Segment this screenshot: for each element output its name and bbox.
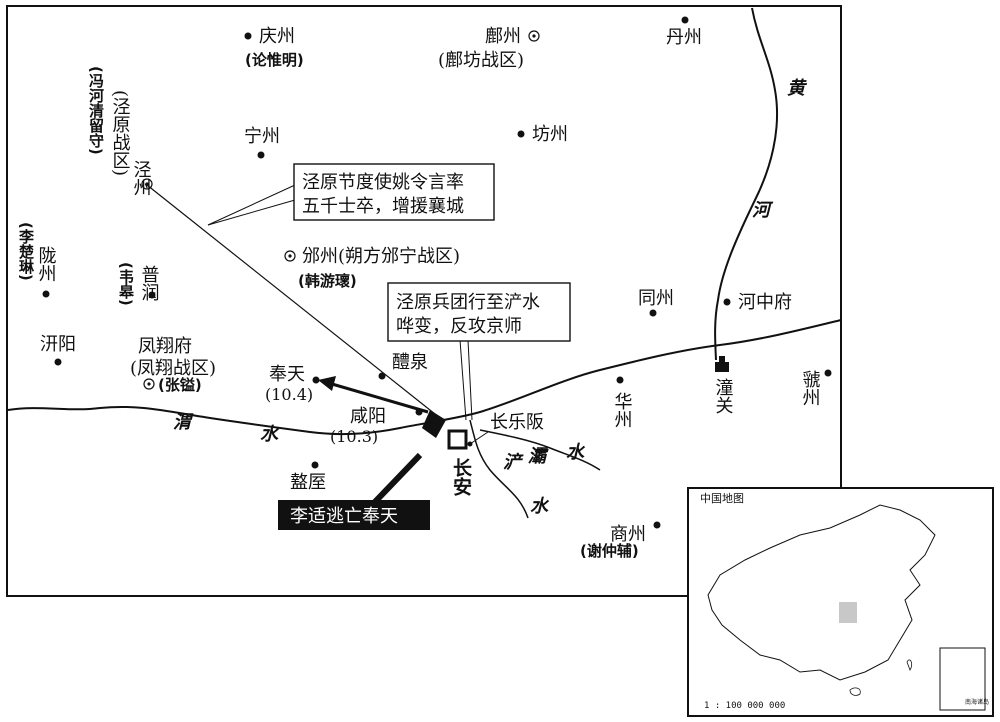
zhouzhi-dot	[311, 461, 319, 469]
fuzhou-zone: (鄜坊战区)	[438, 50, 524, 71]
shangzhou-governor: (谢仲辅)	[580, 542, 639, 560]
reinforce-leader-a	[207, 199, 296, 226]
inset-china-map: 中国地图 1 : 100 000 000 南海诸岛	[687, 487, 994, 717]
mutiny-line-2: 哗变，反攻京师	[396, 316, 522, 337]
jingyuan-route	[146, 184, 441, 419]
china-outline	[707, 504, 936, 681]
taiwan-island	[906, 659, 913, 671]
binzhou-symbol	[284, 250, 296, 262]
inset-scale: 1 : 100 000 000	[704, 701, 785, 711]
hezhongfu-dot	[723, 298, 731, 306]
changlebang-leader	[469, 431, 489, 445]
reinforce-line-1: 泾原节度使姚令言率	[302, 172, 464, 193]
changan-troops-mark	[422, 410, 446, 438]
xianyang-label: 咸阳	[350, 406, 386, 427]
fangzhou-label: 坊州	[532, 124, 568, 145]
xianyang-dot	[415, 408, 423, 416]
escape-callout: 李适逃亡奉天	[278, 500, 430, 530]
fengxiang-symbol	[143, 378, 155, 390]
liquan-label: 醴泉	[392, 352, 428, 373]
huazhou-label: 华州	[612, 392, 633, 428]
reinforce-callout: 泾原节度使姚令言率 五千士卒，增援襄城	[293, 163, 495, 221]
ba-river-char-2: 水	[566, 442, 586, 463]
liquan-dot	[378, 372, 386, 380]
south-sea-box	[939, 647, 986, 711]
longzhou-label: 陇州	[36, 246, 57, 282]
tongzhou-label: 同州	[638, 288, 674, 309]
qianyang-dot	[54, 358, 62, 366]
changlebang-label: 长乐阪	[490, 412, 544, 433]
fengtian-dot	[312, 376, 320, 384]
binzhou-governor: (韩游瓌)	[298, 272, 357, 290]
fengxiang-governor: (张镒)	[158, 376, 202, 394]
xianyang-date: (10.3)	[330, 427, 378, 446]
puyun-dot	[148, 291, 156, 299]
tongzhou-dot	[649, 309, 657, 317]
binzhou-label: 邠州(朔方邠宁战区)	[302, 246, 460, 267]
wei-river	[7, 319, 842, 436]
reinforce-line-2: 五千士卒，增援襄城	[302, 196, 464, 217]
chan-river-char-2: 水	[530, 496, 550, 517]
longzhou-governor: (李楚琳)	[17, 222, 35, 281]
changan-label: 长安	[450, 458, 472, 497]
puyun-label: 普润	[139, 265, 160, 301]
fengxiang-label: 凤翔府	[138, 336, 192, 357]
ba-river	[479, 429, 601, 471]
mutiny-leader-a	[459, 339, 467, 421]
escape-pointer	[369, 452, 423, 508]
tongguan-pass-icon	[715, 356, 729, 372]
ba-river-char-1: 灞	[528, 446, 549, 467]
mutiny-callout: 泾原兵团行至浐水 哗变，反攻京师	[387, 282, 571, 342]
hezhongfu-label: 河中府	[738, 292, 792, 313]
fengtian-label: 奉天	[269, 364, 305, 385]
danzhou-label: 丹州	[666, 27, 702, 48]
danzhou-dot	[681, 16, 689, 24]
tongguan-label: 潼关	[713, 378, 734, 414]
qingzhou-governor: (论惟明)	[245, 51, 304, 69]
inset-title: 中国地图	[700, 492, 744, 505]
fengtian-date: (10.4)	[265, 385, 313, 404]
jingzhou-symbol	[141, 178, 153, 190]
south-sea-label: 南海诸岛	[965, 698, 989, 706]
chan-river	[469, 419, 529, 519]
zhouzhi-label: 盩厔	[290, 472, 326, 493]
jingzhou-label: 泾州	[131, 160, 152, 196]
fuzhou-symbol	[528, 30, 540, 42]
jingyuan-zone: (泾原战区)	[110, 90, 131, 176]
qianyang-label: 汧阳	[40, 334, 76, 355]
yellow-river-char-2: 河	[752, 200, 774, 221]
yellow-river	[714, 7, 779, 361]
wei-river-char-1: 渭	[173, 412, 194, 433]
puyun-governor: (韦皋)	[117, 262, 135, 306]
yellow-river-char-1: 黄	[787, 78, 808, 99]
guozhou-label: 虢州	[800, 370, 821, 406]
inset-highlight-area	[839, 602, 857, 623]
ningzhou-dot	[257, 151, 265, 159]
ningzhou-label: 宁州	[244, 126, 280, 147]
longzhou-dot	[42, 290, 50, 298]
fangzhou-dot	[517, 130, 525, 138]
fuzhou-label: 鄜州	[485, 26, 521, 47]
qingzhou-dot	[244, 32, 252, 40]
qingzhou-label: 庆州	[259, 26, 295, 47]
escape-arrowhead	[318, 376, 336, 391]
chan-river-char-1: 浐	[503, 452, 524, 473]
escape-text: 李适逃亡奉天	[290, 506, 398, 527]
guozhou-dot	[824, 369, 832, 377]
mutiny-line-1: 泾原兵团行至浐水	[396, 292, 540, 313]
mutiny-leader-b	[467, 339, 473, 421]
hainan-island	[849, 687, 861, 696]
wei-river-char-2: 水	[260, 424, 280, 445]
jingyuan-governor: (冯河清留守)	[87, 66, 105, 155]
reinforce-leader-b	[207, 184, 296, 226]
shangzhou-label: 商州	[610, 524, 646, 545]
changan-capital-symbol	[447, 429, 468, 450]
escape-arrow-line	[331, 382, 429, 414]
shangzhou-dot	[653, 521, 661, 529]
fengxiang-zone: (凤翔战区)	[130, 358, 216, 379]
huazhou-dot	[616, 376, 624, 384]
